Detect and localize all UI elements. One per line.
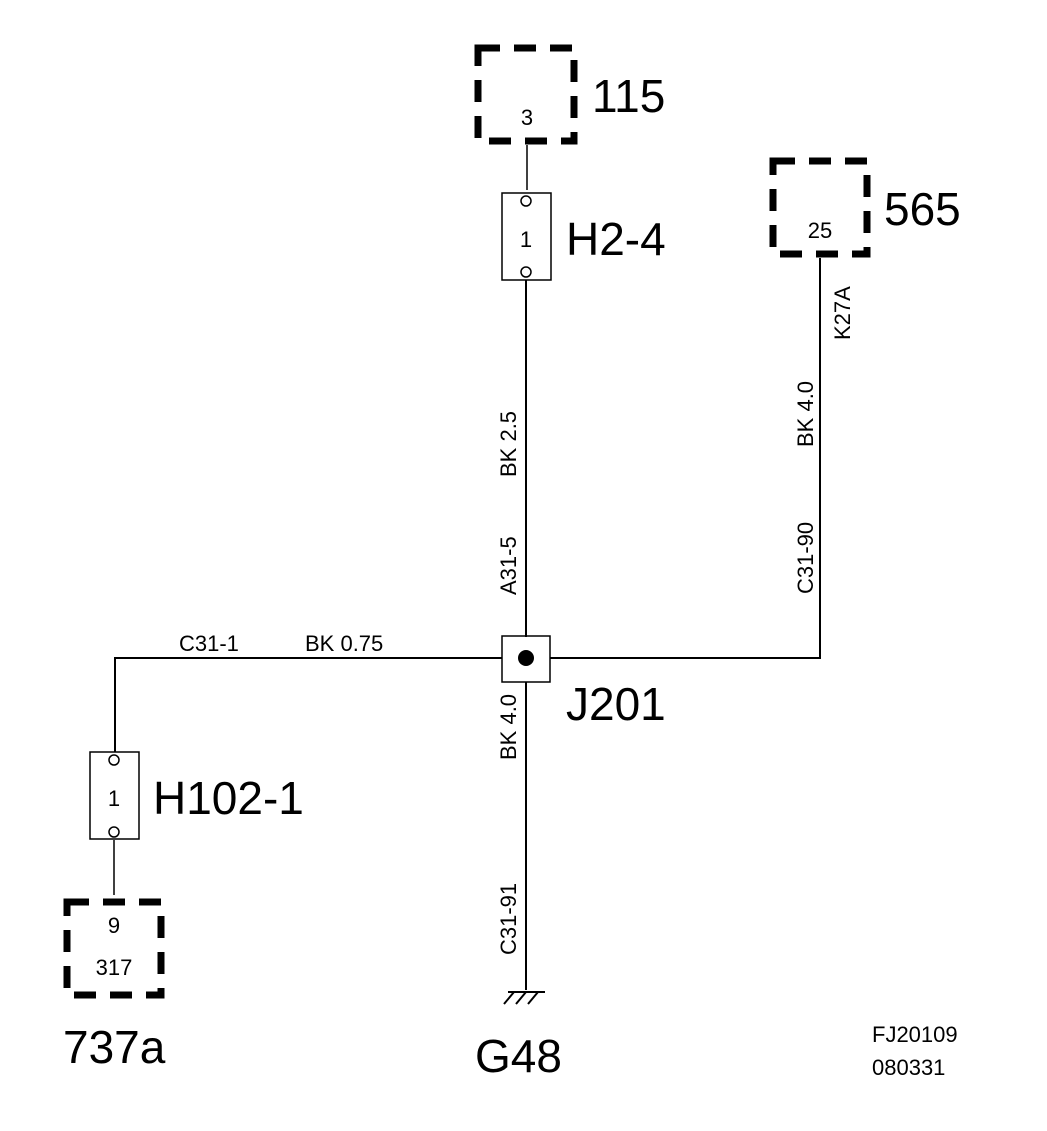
connector-h2-4-pin-number: 1 [520,227,532,252]
connector-h102-1-pin-bottom [108,826,120,838]
wire-c31-91-circuit: C31-91 [496,883,521,955]
component-737a-box [63,898,165,999]
component-565-box [769,157,871,258]
component-565-label: 565 [884,183,961,235]
component-737a-pin-top: 9 [108,913,120,938]
component-565[interactable]: 25 565 [769,157,961,258]
connector-h102-1-pin-number: 1 [108,786,120,811]
wire-c31-91-spec: BK 4.0 [496,694,521,760]
component-115-label: 115 [592,70,665,122]
component-115-pin: 3 [521,105,533,130]
ground-hatch-3 [527,991,539,1005]
footer-code-line2: 080331 [872,1055,945,1080]
ground-g48-label: G48 [475,1030,562,1082]
ground-hatch-1 [503,991,515,1005]
wire-c31-90-spec: BK 4.0 [793,381,818,447]
connector-h2-4-pin-top [520,195,532,207]
connector-h2-4-pin-bottom [520,266,532,278]
ground-hatch-2 [515,991,527,1005]
wire-a31-5-circuit: A31-5 [496,536,521,595]
connector-h102-1[interactable]: 1 H102-1 [89,751,304,840]
junction-j201-dot [518,650,534,666]
connector-h2-4[interactable]: 1 H2-4 [501,192,666,281]
connector-h102-1-pin-top [108,754,120,766]
component-115[interactable]: 3 115 [474,44,665,145]
junction-j201-label: J201 [566,678,666,730]
component-737a-label: 737a [63,1021,166,1073]
connector-h2-4-label: H2-4 [566,213,666,265]
wire-c31-90-circuit: C31-90 [793,522,818,594]
wire-c31-1-circuit: C31-1 [179,631,239,656]
wire-c31-90-id: K27A [830,286,855,340]
ground-g48[interactable]: G48 [475,991,562,1082]
connector-h102-1-label: H102-1 [153,772,304,824]
footer-code-line1: FJ20109 [872,1022,958,1047]
wire-a31-5-spec: BK 2.5 [496,411,521,477]
connector-h102-1-body [89,751,140,840]
component-565-pin: 25 [808,218,832,243]
component-115-box [474,44,578,145]
component-737a[interactable]: 9 317 737a [63,898,166,1073]
component-737a-pin-bottom: 317 [96,955,133,980]
wire-c31-1-spec: BK 0.75 [305,631,383,656]
junction-j201[interactable]: J201 [501,635,666,730]
